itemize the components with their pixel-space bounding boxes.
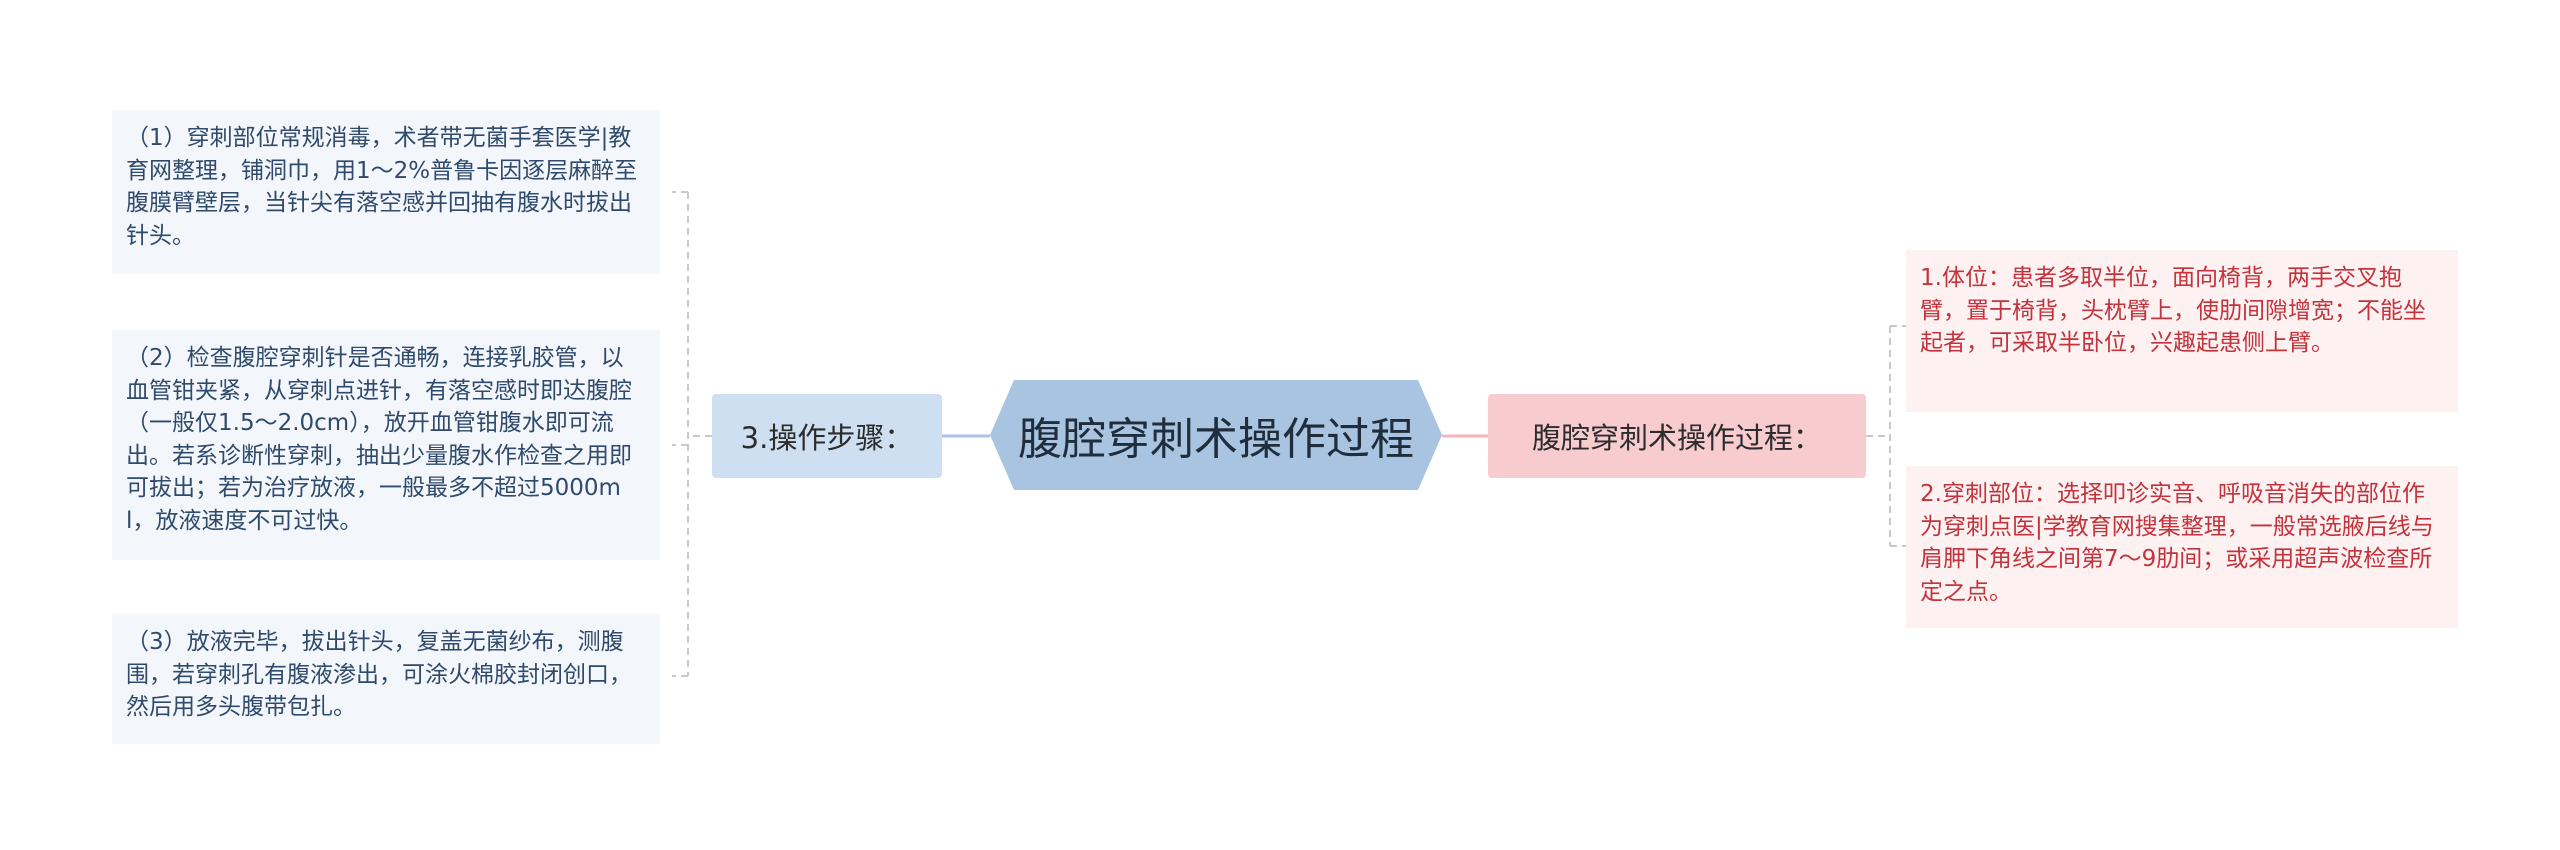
right-branch-node[interactable]: 腹腔穿刺术操作过程： bbox=[1488, 394, 1866, 478]
left-branch-node[interactable]: 3.操作步骤： bbox=[712, 394, 942, 478]
connector-right-bracket bbox=[1866, 325, 1906, 547]
left-leaf-2: （2）检查腹腔穿刺针是否通畅，连接乳胶管，以血管钳夹紧，从穿刺点进针，有落空感时… bbox=[112, 330, 660, 560]
left-leaf-1: （1）穿刺部位常规消毒，术者带无菌手套医学|教育网整理，铺洞巾，用1～2%普鲁卡… bbox=[112, 110, 660, 274]
root-title: 腹腔穿刺术操作过程 bbox=[1018, 414, 1414, 465]
root-hexagon-shape bbox=[990, 380, 1442, 490]
left-branch-label: 3.操作步骤： bbox=[740, 421, 914, 455]
right-leaf-2: 2.穿刺部位：选择叩诊实音、呼吸音消失的部位作为穿刺点医|学教育网搜集整理，一般… bbox=[1906, 466, 2458, 628]
right-branch-label: 腹腔穿刺术操作过程： bbox=[1531, 421, 1822, 455]
left-leaf-3: （3）放液完毕，拔出针头，复盖无菌纱布，测腹围，若穿刺孔有腹液渗出，可涂火棉胶封… bbox=[112, 614, 660, 744]
right-leaf-1: 1.体位：患者多取半位，面向椅背，两手交叉抱臂，置于椅背，头枕臂上，使肋间隙增宽… bbox=[1906, 250, 2458, 412]
connector-left-bracket bbox=[672, 191, 712, 677]
root-node[interactable]: 腹腔穿刺术操作过程 bbox=[990, 380, 1442, 490]
